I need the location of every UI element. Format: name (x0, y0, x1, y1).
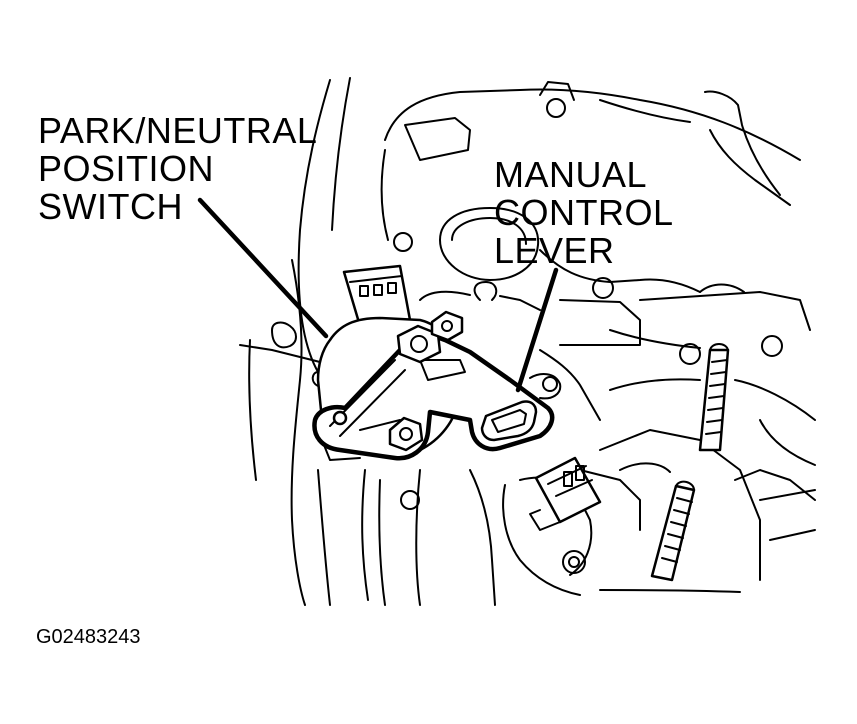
label-line: MANUAL (494, 154, 648, 195)
label-line: SWITCH (38, 186, 183, 227)
threaded-stud-upper (698, 343, 730, 452)
label-manual-control-lever: MANUAL CONTROL LEVER (494, 156, 674, 270)
transaxle-case (239, 77, 816, 606)
switch-bolt-lower (388, 416, 424, 452)
threaded-stud-lower (650, 480, 696, 582)
figure-id: G02483243 (36, 626, 141, 648)
label-line: POSITION (38, 148, 215, 189)
switch-bolt-upper (430, 310, 464, 342)
label-park-neutral-switch: PARK/NEUTRAL POSITION SWITCH (38, 112, 317, 226)
leader-line-switch (197, 197, 329, 339)
label-line: PARK/NEUTRAL (38, 110, 318, 151)
leader-line-lever (515, 267, 559, 393)
label-line: LEVER (494, 230, 615, 271)
pivot-nut (396, 324, 442, 364)
wire-connector (529, 456, 602, 531)
label-line: CONTROL (494, 192, 674, 233)
